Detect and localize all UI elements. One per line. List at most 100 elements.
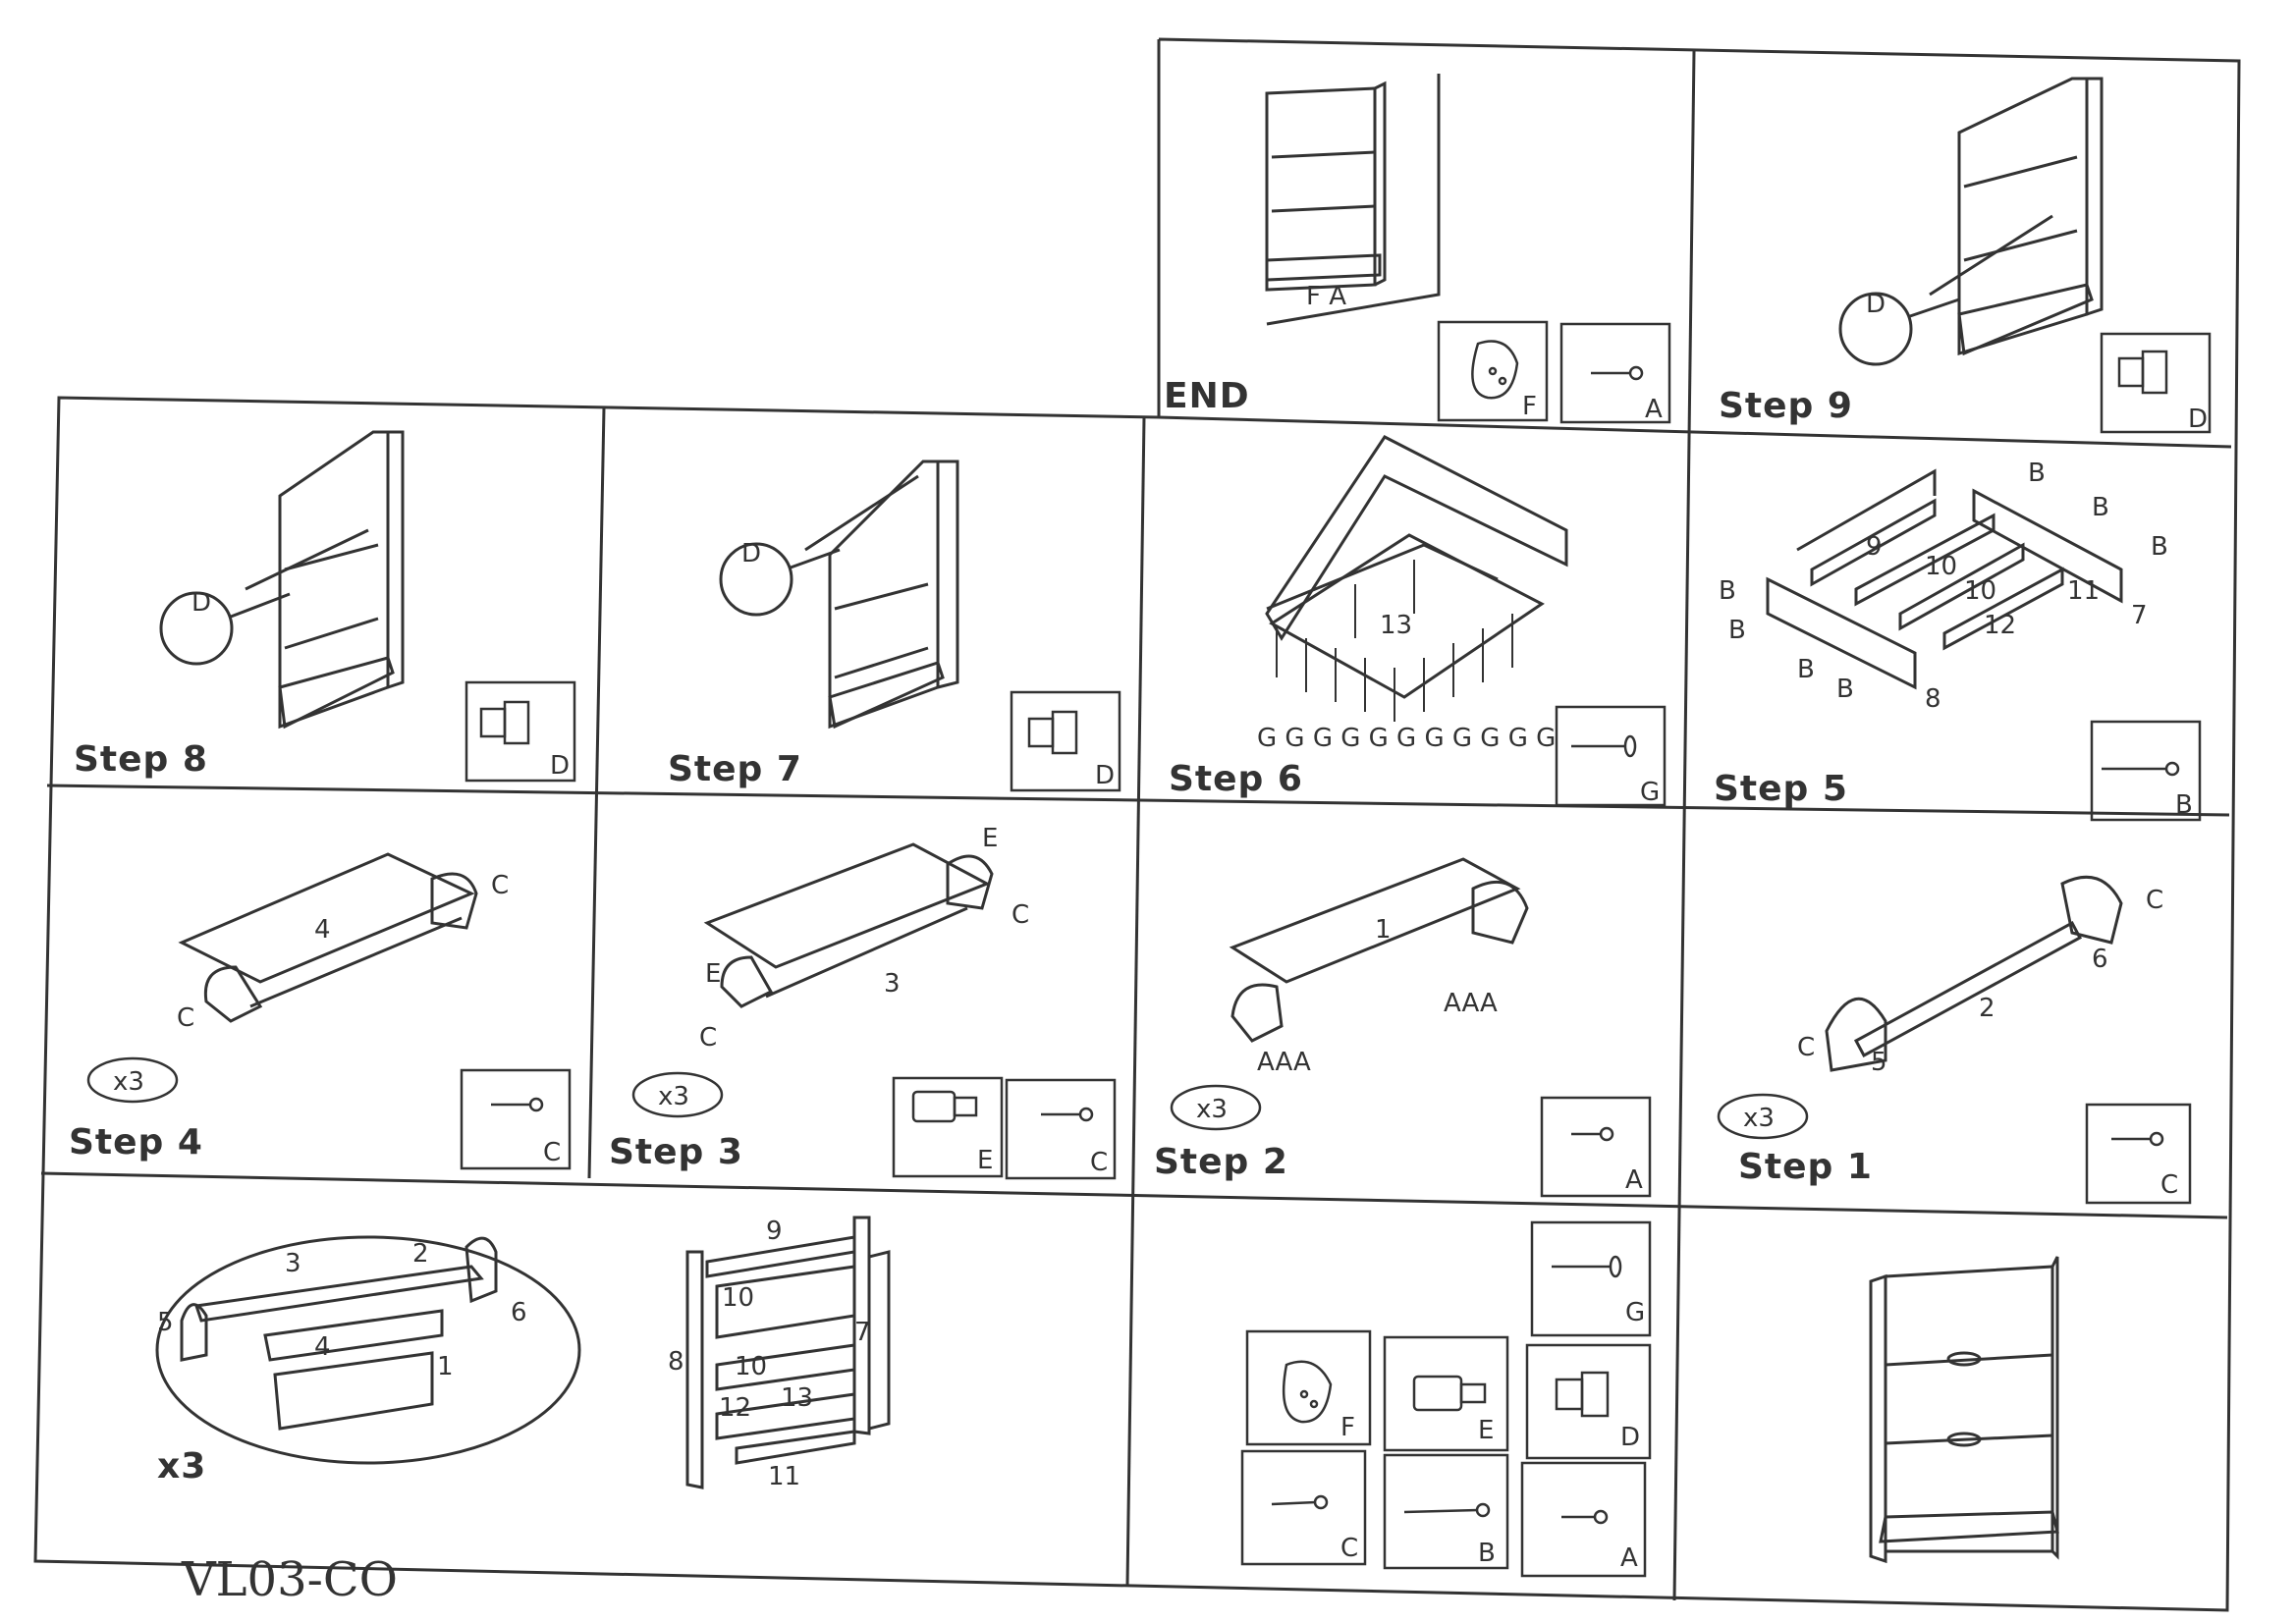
- step-2-illustration: [1229, 857, 1529, 1043]
- screw-a-icon: [1591, 365, 1644, 381]
- step-5-title: Step 5: [1714, 769, 1848, 809]
- step-5-b4: B: [1728, 616, 1746, 645]
- overview-cabinet-panel: [1869, 1256, 2059, 1564]
- step-8-illustration: [159, 430, 405, 730]
- step-1-part-label: C: [2160, 1170, 2178, 1200]
- num-9: 9: [766, 1217, 783, 1246]
- shelf-num-3: 3: [285, 1249, 301, 1278]
- step-5-num-9: 9: [1866, 532, 1883, 562]
- cabinet-illustration: [1869, 1256, 2059, 1564]
- step-4-part-box: [460, 1068, 572, 1170]
- step-3-e-left: E: [705, 959, 721, 989]
- step-2-multiplier-oval: [1170, 1084, 1262, 1131]
- step-2-part-box: [1540, 1096, 1652, 1198]
- end-part-box-f: [1437, 320, 1549, 422]
- step-2-aaa-left: AAA: [1257, 1048, 1311, 1077]
- step-9-part-box: [2100, 332, 2212, 434]
- label-c: C: [1340, 1534, 1358, 1563]
- num-10a: 10: [722, 1283, 754, 1313]
- step-7-part-label: D: [1095, 761, 1115, 790]
- step-3-multiplier-oval: [631, 1071, 724, 1118]
- dowel-bag-f-icon: [1282, 1360, 1333, 1424]
- step-8-part-box: [465, 680, 576, 783]
- step-5-b1: B: [2028, 459, 2046, 488]
- frame-illustration: [685, 1216, 891, 1489]
- nail-marks: [1276, 560, 1513, 722]
- step-4-num-4: 4: [314, 915, 331, 945]
- step-6-g-labels: G G G G G G G G G G G: [1257, 724, 1556, 753]
- label-a: A: [1620, 1543, 1638, 1573]
- step-3-c-right: C: [1011, 900, 1029, 930]
- step-5-num-11: 11: [2067, 576, 2100, 606]
- step-5-num-10b: 10: [1964, 576, 1996, 606]
- nail-g-icon: [1571, 734, 1637, 758]
- screw-c-icon: [2111, 1131, 2164, 1147]
- screw-a-icon: [1561, 1509, 1609, 1525]
- overview-hardware-panel: A B C D E F G: [1240, 1220, 1652, 1578]
- step-3-panel: Step 3 x3 C E 3 C C E E: [609, 824, 1117, 1180]
- step-2-title: Step 2: [1154, 1142, 1288, 1182]
- step-2-aaa-right: AAA: [1444, 989, 1498, 1018]
- shelf-num-1: 1: [437, 1352, 454, 1381]
- step-9-d-label: D: [1866, 290, 1886, 319]
- dowel-bag-f-icon: [1471, 340, 1519, 400]
- step-4-c-right: C: [491, 871, 509, 900]
- step-4-part-label: C: [543, 1138, 561, 1167]
- screw-b-icon: [2102, 761, 2180, 777]
- step-6-num-13: 13: [1380, 611, 1412, 640]
- step-5-b3: B: [2151, 532, 2168, 562]
- step-1-multiplier-oval: [1717, 1093, 1809, 1140]
- label-f: F: [1340, 1413, 1355, 1442]
- screw-a-icon: [1571, 1126, 1614, 1142]
- label-g: G: [1625, 1298, 1645, 1327]
- step-5-num-8: 8: [1925, 684, 1941, 714]
- step-2-part-label: A: [1625, 1165, 1643, 1195]
- screw-c-icon: [1041, 1107, 1094, 1122]
- step-1-num-6: 6: [2092, 945, 2108, 974]
- num-10b: 10: [735, 1352, 767, 1381]
- step-5-num-10a: 10: [1925, 552, 1957, 581]
- end-panel: END A F F A: [1164, 74, 1671, 424]
- frame-part-numbers: 9 10 7 10 8 13 12 11: [668, 1217, 871, 1491]
- step-4-multiplier: x3: [113, 1067, 144, 1097]
- step-9-part-label: D: [2188, 405, 2208, 434]
- step-3-part-label-e: E: [977, 1146, 993, 1175]
- step-4-panel: Step 4 x3 C 4 C C: [69, 852, 572, 1170]
- step-6-title: Step 6: [1169, 759, 1303, 799]
- step-8-panel: Step 8 D D: [74, 430, 576, 783]
- hardware-part-boxes: [1240, 1220, 1652, 1578]
- step-4-c-left: C: [177, 1003, 194, 1033]
- shelf-pin-d-icon: [1555, 1371, 1610, 1418]
- step-3-part-box-e: [892, 1076, 1004, 1178]
- num-8: 8: [668, 1347, 684, 1377]
- end-part-label-a: A: [1645, 395, 1663, 424]
- shelf-detail-numbers: 3 2 6 5 4 1: [157, 1239, 527, 1381]
- end-title: END: [1164, 376, 1250, 416]
- step-5-panel: Step 5 B 9 10 10 12 11 7 8 B B B B B B: [1714, 459, 2202, 822]
- step-1-c-left: C: [1797, 1033, 1815, 1062]
- step-3-title: Step 3: [609, 1132, 743, 1172]
- shelf-num-5: 5: [157, 1308, 174, 1337]
- step-3-num-3: 3: [884, 969, 901, 999]
- overview-frame-panel: 9 10 7 10 8 13 12 11: [668, 1216, 891, 1491]
- step-1-num-2: 2: [1979, 994, 1995, 1023]
- step-1-multiplier: x3: [1743, 1104, 1775, 1133]
- step-5-b2: B: [2092, 493, 2109, 522]
- step-3-multiplier: x3: [658, 1082, 689, 1111]
- step-5-b7: B: [1719, 576, 1736, 606]
- step-2-num-1: 1: [1375, 915, 1392, 945]
- step-6-part-label: G: [1640, 778, 1660, 807]
- end-part-label-f: F: [1522, 392, 1537, 421]
- connector-e-icon: [1412, 1375, 1487, 1412]
- connector-e-icon: [911, 1090, 978, 1123]
- shelf-pin-d-icon: [479, 700, 530, 745]
- step-8-title: Step 8: [74, 739, 208, 780]
- step-1-illustration: [1825, 875, 2123, 1072]
- label-b: B: [1478, 1539, 1496, 1568]
- handwritten-code: VL03-CO: [181, 1552, 398, 1607]
- step-8-part-label: D: [550, 751, 570, 781]
- step-1-num-5: 5: [1871, 1048, 1887, 1077]
- step-4-illustration: [178, 852, 478, 1023]
- step-3-illustration: [703, 842, 994, 1008]
- step-9-illustration: [1838, 77, 2104, 366]
